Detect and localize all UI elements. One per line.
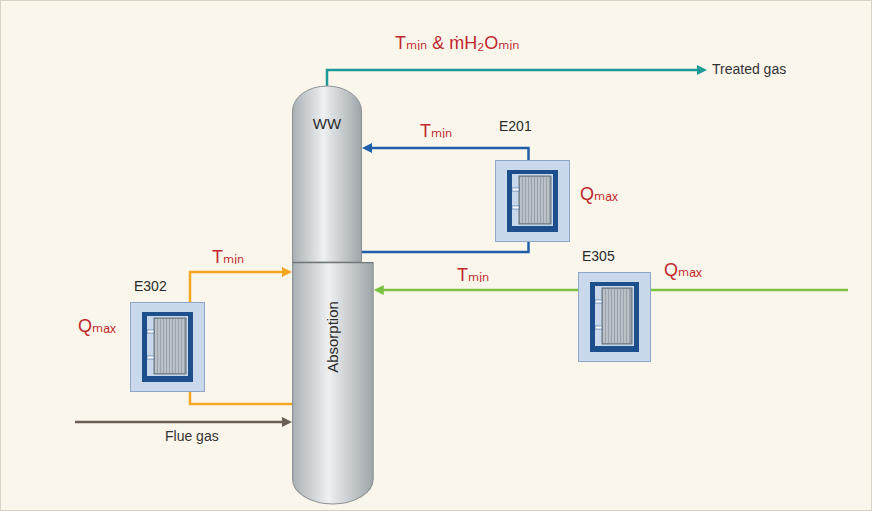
- column-section: Absorption: [292, 262, 374, 505]
- heat-exchanger: E302: [130, 302, 205, 392]
- section-name: Absorption: [324, 301, 342, 373]
- equipment-tag: E302: [134, 278, 167, 295]
- stream-name: Treated gas: [712, 61, 786, 78]
- arrow-head: [374, 285, 384, 295]
- condition-label: Tₘᵢₙ & ṁH₂Oₘᵢₙ: [395, 33, 519, 55]
- arrow-head: [282, 417, 292, 427]
- condition-label: Qₘₐₓ: [580, 184, 618, 206]
- column-outline: [292, 262, 374, 505]
- condition-label: Qₘₐₓ: [664, 260, 702, 282]
- process-stream: [190, 392, 292, 404]
- column-section: WW: [292, 85, 362, 262]
- arrow-head: [697, 65, 707, 75]
- process-stream: [362, 242, 529, 252]
- condition-label: Tₘᵢₙ: [210, 247, 246, 269]
- plate-exchanger-symbol: [130, 302, 205, 392]
- condition-label: Tₘᵢₙ: [455, 265, 491, 287]
- equipment-tag: E201: [499, 118, 532, 135]
- plate-exchanger-symbol: [578, 272, 651, 362]
- heat-exchanger: E305: [578, 272, 651, 362]
- section-name: WW: [313, 115, 341, 133]
- process-stream: [190, 272, 284, 302]
- arrow-head: [362, 143, 372, 153]
- process-stream: [382, 289, 578, 292]
- heat-exchanger: E201: [495, 160, 570, 242]
- flue-gas-line: [75, 421, 284, 424]
- equipment-tag: E305: [582, 248, 615, 265]
- condition-label: Tₘᵢₙ: [418, 121, 454, 143]
- treated-gas-line: [327, 70, 698, 86]
- stream-name: Flue gas: [165, 428, 219, 445]
- feed-line: [651, 289, 848, 292]
- process-stream: [370, 148, 529, 160]
- column-outline: [292, 85, 362, 262]
- plate-exchanger-symbol: [495, 160, 570, 242]
- condition-label: Qₘₐₓ: [78, 316, 116, 338]
- arrow-head: [282, 267, 292, 277]
